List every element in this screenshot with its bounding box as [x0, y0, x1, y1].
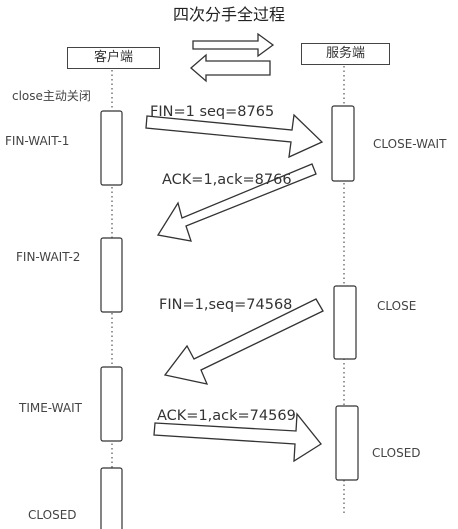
client-activation-2: [100, 237, 123, 313]
client-header-box: 客户端: [67, 47, 160, 69]
client-activation-4: [100, 467, 123, 529]
active-close-note: close主动关闭: [12, 89, 91, 103]
message-arrow-1: [145, 113, 324, 159]
message-arrow-4: [153, 412, 322, 463]
server-activation-3: [335, 405, 359, 481]
header-arrow-right: [192, 32, 275, 58]
server-activation-2: [333, 285, 357, 360]
message-label-1: FIN=1 seq=8765: [150, 104, 275, 120]
diagram-title: 四次分手全过程: [172, 5, 285, 24]
client-state-closed: CLOSED: [28, 508, 77, 522]
client-state-time-wait: TIME-WAIT: [19, 401, 82, 415]
server-state-close: CLOSE: [377, 299, 417, 313]
server-activation-1: [331, 105, 355, 182]
message-arrow-2: [156, 163, 317, 242]
header-arrow-left: [190, 53, 271, 83]
client-label: 客户端: [93, 50, 133, 65]
client-activation-3: [100, 366, 123, 442]
server-state-closed: CLOSED: [372, 446, 421, 460]
message-arrow-3: [163, 298, 324, 385]
server-label: 服务端: [325, 46, 365, 61]
message-label-2: ACK=1,ack=8766: [162, 172, 292, 188]
message-label-4: ACK=1,ack=74569: [157, 408, 296, 424]
client-state-fin-wait-1: FIN-WAIT-1: [5, 134, 70, 148]
client-state-fin-wait-2: FIN-WAIT-2: [16, 250, 81, 264]
server-header-box: 服务端: [301, 43, 390, 65]
server-state-close-wait: CLOSE-WAIT: [373, 137, 447, 151]
message-label-3: FIN=1,seq=74568: [159, 297, 293, 313]
client-activation-1: [100, 110, 123, 186]
